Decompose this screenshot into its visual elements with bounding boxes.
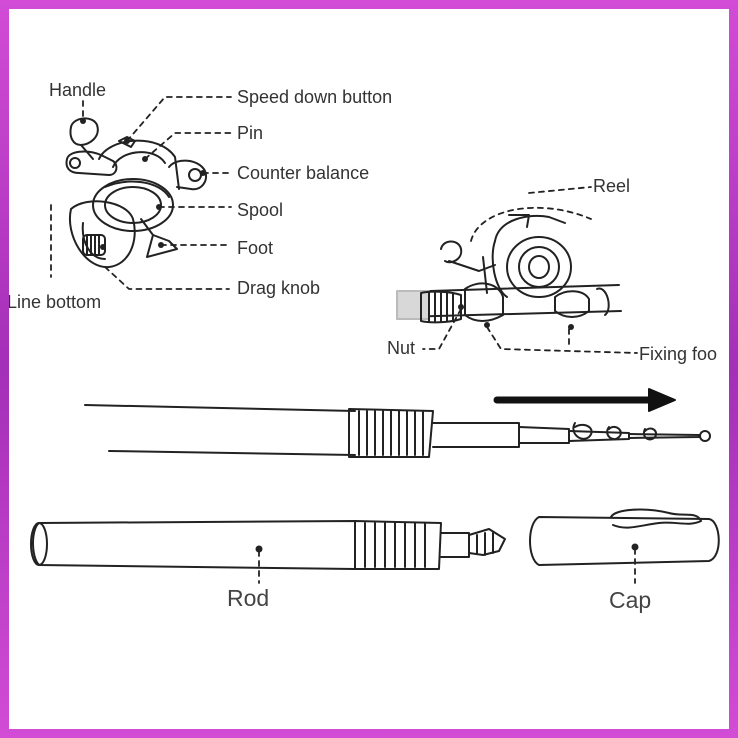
label-speed-down-button: Speed down button [237,87,393,107]
reel-leader-dots [80,118,206,250]
mounted-reel-illustration [396,214,622,324]
label-cap: Cap [609,587,652,613]
label-spool: Spool [237,200,284,220]
label-handle: Handle [49,80,107,100]
rod-leader-lines [258,548,636,584]
label-foot: Foot [237,238,274,258]
label-rod: Rod [227,585,270,611]
collapsed-rod [30,520,506,570]
label-counter-balance: Counter balance [237,163,370,183]
label-drag-knob: Drag knob [237,278,321,298]
mounted-leader-lines [422,186,638,354]
extended-rod [84,404,711,458]
diagram-drawing [30,96,720,584]
label-reel: Reel [593,176,631,196]
label-line-bottom: Line bottom [9,292,102,312]
reel-illustration [65,117,207,269]
diagram-panel: Handle Speed down button Pin Counter bal… [9,9,729,729]
reel-leader-lines [50,96,232,290]
label-nut: Nut [387,338,416,358]
label-fixing-foot: Fixing foo [639,344,718,364]
rod-cap [529,508,720,566]
label-pin: Pin [237,123,264,143]
extend-direction-arrow [493,388,676,412]
rod-leader-dots [255,543,639,553]
mounted-leader-dots [458,304,574,330]
